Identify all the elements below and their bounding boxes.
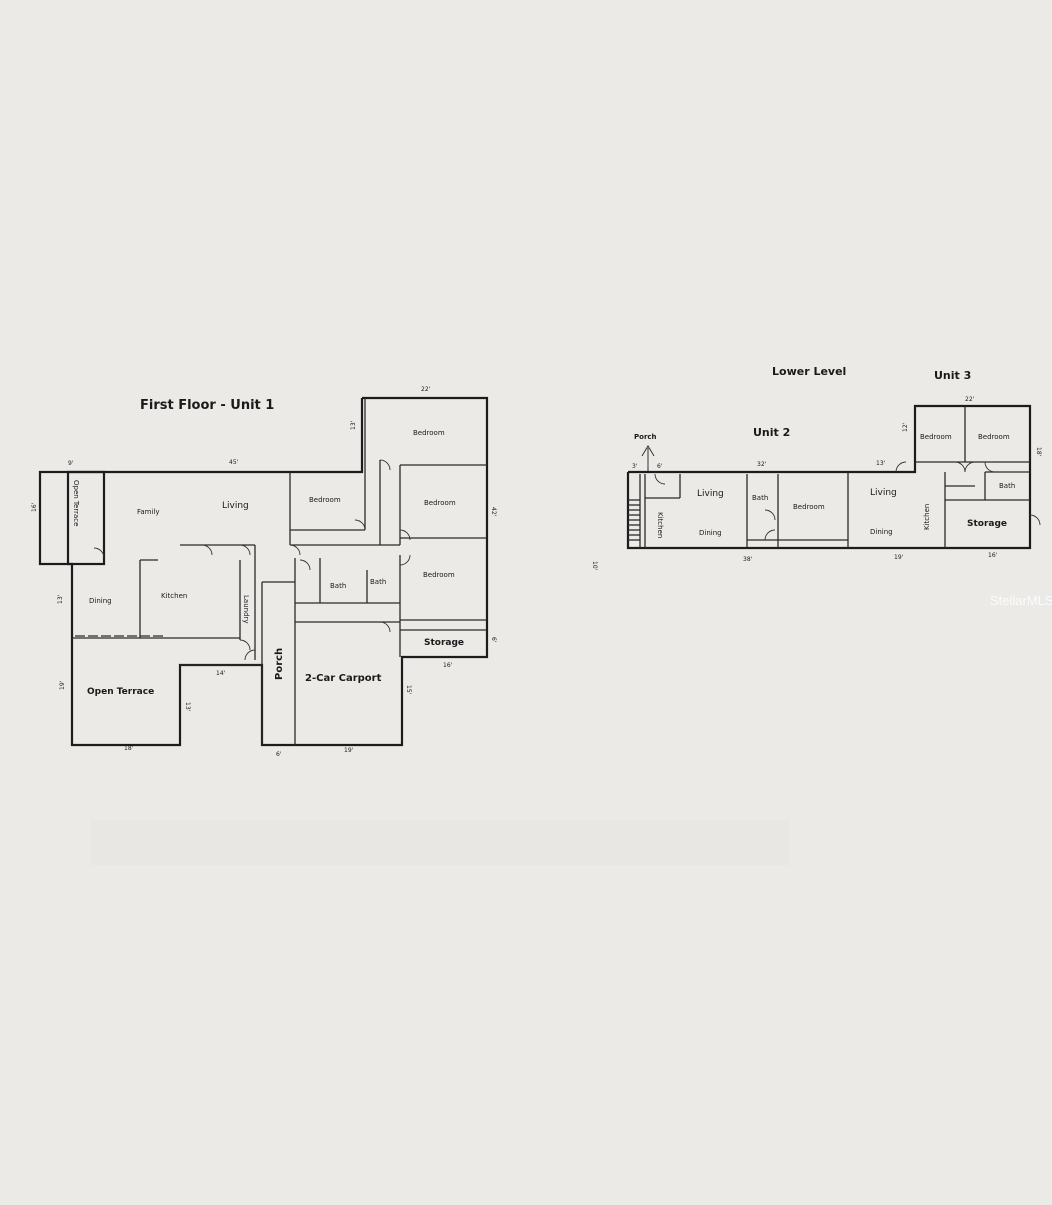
dim-label: 42' [490,507,497,517]
dim-label: 10' [591,561,598,571]
door-swing [399,529,411,541]
dim-label: 9' [68,460,74,467]
watermark: StellarMLS [990,593,1052,608]
porch-arrow-head [641,445,655,457]
door-swing [964,461,976,473]
lower-level-plan: Lower Level Unit 3 Unit 2 Porch [591,365,1042,571]
dim-label: 6' [657,463,663,470]
dim-label: 19' [59,680,66,690]
dim-label: 6' [490,637,497,643]
room-label-bedroom3b: Bedroom [978,433,1010,441]
unit2-title: Unit 2 [753,426,790,439]
room-label-dining3: Dining [870,528,893,536]
room-label-bedroom-small: Bedroom [309,496,341,504]
door-swing [244,649,256,661]
dim-label: 22' [965,396,975,403]
room-label-dining: Dining [89,597,112,605]
door-swing [299,559,311,571]
room-label-bedroom-top: Bedroom [413,429,445,437]
room-label-bath3: Bath [999,482,1015,490]
door-swing [289,544,301,556]
door-swing [93,547,105,559]
dim-label: 18' [124,745,134,752]
room-label-living: Living [222,501,249,511]
room-label-bedroom-mid: Bedroom [424,499,456,507]
room-label-kitchen2: Kitchen [656,512,664,538]
dim-label: 22' [421,386,431,393]
room-label-open-terrace-left: Open Terrace [72,480,80,526]
room-label-laundry: Laundry [242,595,250,624]
room-label-porch: Porch [274,648,285,680]
dim-label: 13' [876,460,886,467]
unit3-title: Unit 3 [934,369,971,382]
door-swing [239,639,251,651]
dim-label: 16' [988,552,998,559]
dim-label: 16' [31,502,38,512]
door-swing [239,544,251,556]
room-label-living2: Living [697,489,724,499]
porch-label: Porch [634,433,657,441]
dim-label: 12' [902,422,909,432]
dim-label: 18' [1035,447,1042,457]
lower-level-title: Lower Level [772,365,846,378]
dim-label: 3' [632,463,638,470]
dim-label: 13' [57,594,64,604]
door-swing [654,473,666,485]
door-swing [379,621,391,633]
dim-label: 6' [276,751,282,758]
stairs [628,474,641,548]
paper-shadow [90,820,790,865]
dim-label: 14' [216,670,226,677]
open-terrace-left-outline [38,470,106,566]
dim-label: 38' [743,556,753,563]
room-label-kitchen3: Kitchen [923,504,931,530]
room-label-carport: 2-Car Carport [305,673,382,684]
door-swing [379,459,391,471]
dim-label: 13' [350,420,357,430]
door-swing [984,461,996,473]
room-label-family: Family [137,508,160,516]
room-label-kitchen: Kitchen [161,592,187,600]
room-label-storage: Storage [424,638,464,648]
room-label-bath2: Bath [370,578,386,586]
door-swing [201,544,213,556]
room-label-living3: Living [870,488,897,498]
door-swing [895,461,907,473]
lower-level-outline [626,404,1032,550]
room-label-bedroom2: Bedroom [793,503,825,511]
door-swing [1029,514,1041,526]
first-floor-title: First Floor - Unit 1 [140,398,274,413]
door-swing [354,519,366,531]
dim-label: 15' [405,685,412,695]
room-label-dining2: Dining [699,529,722,537]
dim-label: 16' [443,662,453,669]
room-label-bedroom3a: Bedroom [920,433,952,441]
room-label-bath2: Bath [752,494,768,502]
dim-label: 32' [757,461,767,468]
room-label-open-terrace-bottom: Open Terrace [87,687,154,697]
room-label-storage3: Storage [967,519,1007,529]
door-swing [764,529,776,541]
dim-label: 19' [894,554,904,561]
door-swing [764,509,776,521]
door-swing [399,554,411,566]
dim-label: 13' [184,702,191,712]
dim-label: 45' [229,459,239,466]
unit1-plan: First Floor - Unit 1 Open Terrace Family… [31,386,497,758]
room-label-bath1: Bath [330,582,346,590]
dim-label: 19' [344,747,354,754]
room-label-bedroom-low: Bedroom [423,571,455,579]
